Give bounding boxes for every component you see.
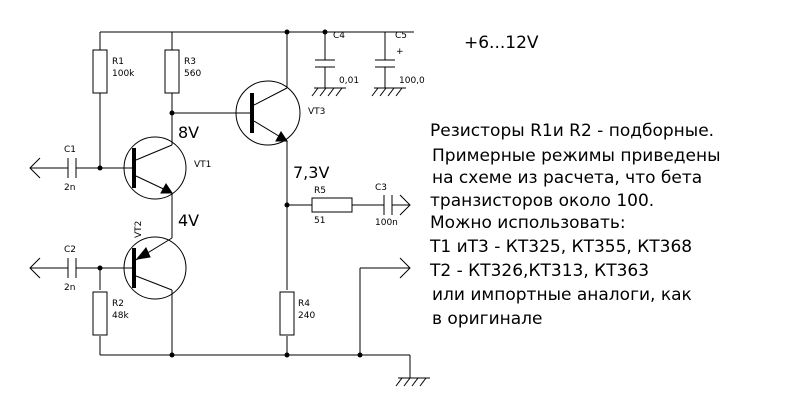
resistor-r1-value: 100k	[112, 69, 135, 79]
capacitor-c4-ref: C4	[333, 31, 345, 41]
wires	[30, 31, 414, 378]
junction-dot	[322, 29, 328, 35]
junction-dot	[97, 265, 103, 271]
input-arrow-icon	[29, 257, 41, 279]
ground-hatch	[327, 87, 335, 97]
capacitor-c1-ref: C1	[64, 145, 76, 155]
transistor-vt3-ref: VT3	[308, 107, 325, 117]
capacitor-c3-value: 100n	[375, 218, 398, 228]
resistor-r2: R2 48k	[92, 291, 129, 336]
capacitor-c4-value: 0,01	[339, 76, 359, 86]
supply-voltage-label: +6...12V	[464, 33, 539, 53]
resistor-r3-value: 560	[184, 69, 201, 79]
transistor-vt2: VT2	[123, 221, 187, 300]
ground-hatch	[387, 87, 395, 97]
resistor-r4-ref: R4	[298, 299, 310, 309]
ground-hatch	[379, 87, 387, 97]
transistor-vt3: VT3	[235, 80, 325, 146]
capacitor-c5-ref: C5	[395, 31, 407, 41]
junction-dot	[357, 352, 363, 358]
note-line: транзисторов около 100.	[430, 191, 654, 211]
ground-hatch	[395, 377, 403, 387]
output-arrow-icon	[399, 194, 411, 216]
voltage-label-vt1-collector: 8V	[178, 123, 199, 142]
note-line: Т2 - КТ326,КТ313, КТ363	[429, 261, 649, 281]
transistor-vt1-collector	[135, 144, 173, 161]
junctions	[97, 29, 363, 358]
ground-hatch	[335, 87, 343, 97]
resistor-r2-body	[92, 291, 108, 336]
note-line: в оригинале	[432, 309, 543, 329]
voltage-label-output: 7,3V	[293, 163, 329, 182]
note-line: на схеме из расчета, что бета	[432, 168, 702, 188]
ground-symbol-c4	[311, 87, 346, 97]
emitter-arrow-icon	[275, 131, 288, 142]
note-line: Можно использовать:	[430, 213, 626, 233]
emitter-arrow-icon	[160, 183, 173, 194]
voltage-label-vt1-emitter: 4V	[178, 211, 199, 230]
ground-hatch	[411, 377, 419, 387]
capacitor-c3: C3 100n	[375, 183, 398, 228]
transistor-vt3-envelope	[235, 80, 301, 146]
ground-hatch	[403, 377, 411, 387]
resistor-r4-body	[279, 291, 295, 336]
resistor-r4: R4 240	[279, 291, 315, 336]
ground-hatch	[371, 87, 379, 97]
transistor-vt1-ref: VT1	[194, 160, 211, 170]
emitter-arrow-icon	[135, 247, 151, 260]
junction-dot	[284, 29, 290, 35]
terminal-arrows	[29, 157, 411, 279]
transistor-vt2-ref: VT2	[134, 221, 144, 238]
capacitor-c5: C5 + 100,0	[375, 31, 425, 86]
resistor-r4-value: 240	[298, 311, 315, 321]
junction-dot	[284, 202, 290, 208]
resistor-r1-ref: R1	[112, 57, 124, 67]
junction-dot	[284, 352, 290, 358]
resistor-r2-ref: R2	[112, 299, 124, 309]
resistor-r3-ref: R3	[184, 57, 196, 67]
capacitor-c2-value: 2n	[64, 283, 75, 293]
ground-hatch	[319, 87, 327, 97]
capacitor-c1: C1 2n	[64, 145, 77, 193]
ground-symbol-main	[395, 377, 430, 387]
notes-block: Резисторы R1и R2 - подборные. Примерные …	[429, 121, 721, 329]
junction-dot	[169, 110, 175, 116]
transistor-vt2-collector	[135, 275, 173, 291]
ground-hatch	[395, 87, 403, 97]
note-line: Т1 иТ3 - КТ325, КТ355, КТ368	[429, 237, 692, 257]
capacitor-c2: C2 2n	[64, 245, 77, 293]
note-line: Примерные режимы приведены	[432, 146, 721, 166]
note-line: или импортные аналоги, как	[432, 285, 692, 305]
capacitor-c3-ref: C3	[375, 183, 387, 193]
note-line: Резисторы R1и R2 - подборные.	[430, 121, 714, 141]
input-arrow-icon	[29, 157, 41, 179]
ground-hatch	[419, 377, 427, 387]
capacitor-c5-polarity: +	[396, 47, 404, 57]
resistor-r5-body	[311, 197, 353, 213]
capacitor-c2-ref: C2	[64, 245, 76, 255]
output-arrow-icon	[399, 257, 411, 279]
resistor-r3-body	[164, 49, 180, 94]
ground-symbol-c5	[371, 87, 406, 97]
junction-dot	[97, 165, 103, 171]
resistor-r5: R5 51	[311, 186, 353, 226]
resistor-r3: R3 560	[164, 49, 201, 94]
ground-hatch	[311, 87, 319, 97]
capacitor-c1-value: 2n	[64, 183, 75, 193]
capacitor-c4: C4 0,01	[315, 31, 359, 86]
resistor-r1: R1 100k	[92, 49, 135, 94]
transistor-vt1: VT1	[123, 136, 211, 200]
transistor-vt3-collector	[253, 87, 288, 106]
capacitor-c5-value: 100,0	[399, 76, 425, 86]
resistor-r5-value: 51	[314, 216, 325, 226]
resistor-r2-value: 48k	[112, 311, 129, 321]
resistor-r5-ref: R5	[314, 186, 326, 196]
resistor-r1-body	[92, 49, 108, 94]
junction-dot	[169, 352, 175, 358]
